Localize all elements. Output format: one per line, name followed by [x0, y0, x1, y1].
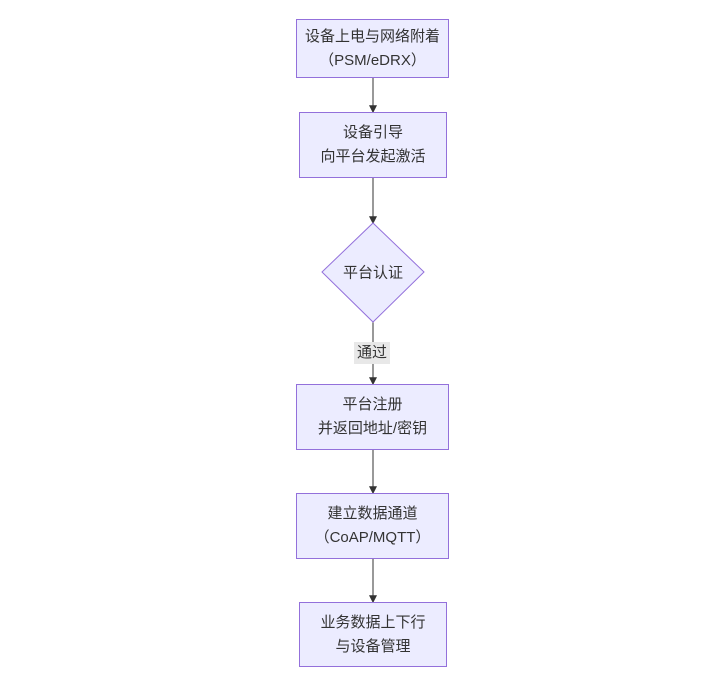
node-text-line: 并返回地址/密钥 — [317, 420, 428, 437]
node-text-line: 设备上电与网络附着 — [304, 27, 440, 45]
node-text-line: 与设备管理 — [335, 637, 411, 655]
node-power-network-attach: 设备上电与网络附着 （PSM/eDRX） — [296, 19, 449, 78]
node-text-line: （CoAP/MQTT） — [314, 529, 431, 546]
decision-platform-auth-label: 平台认证 — [342, 264, 404, 282]
edge-label-pass: 通过 — [353, 342, 391, 364]
node-business-data-mgmt: 业务数据上下行 与设备管理 — [299, 602, 447, 667]
node-text-line: 业务数据上下行 — [320, 613, 426, 631]
decision-platform-auth-shape — [321, 222, 425, 323]
node-text-line: 平台注册 — [342, 396, 403, 413]
node-device-bootstrap: 设备引导 向平台发起激活 — [299, 112, 447, 178]
node-text-line: 设备引导 — [342, 124, 403, 141]
node-data-channel: 建立数据通道 （CoAP/MQTT） — [296, 493, 449, 559]
node-text-line: （PSM/eDRX） — [319, 51, 426, 69]
node-text-line: 建立数据通道 — [327, 505, 418, 522]
node-text-line: 向平台发起激活 — [320, 148, 426, 165]
node-platform-register: 平台注册 并返回地址/密钥 — [296, 384, 449, 450]
